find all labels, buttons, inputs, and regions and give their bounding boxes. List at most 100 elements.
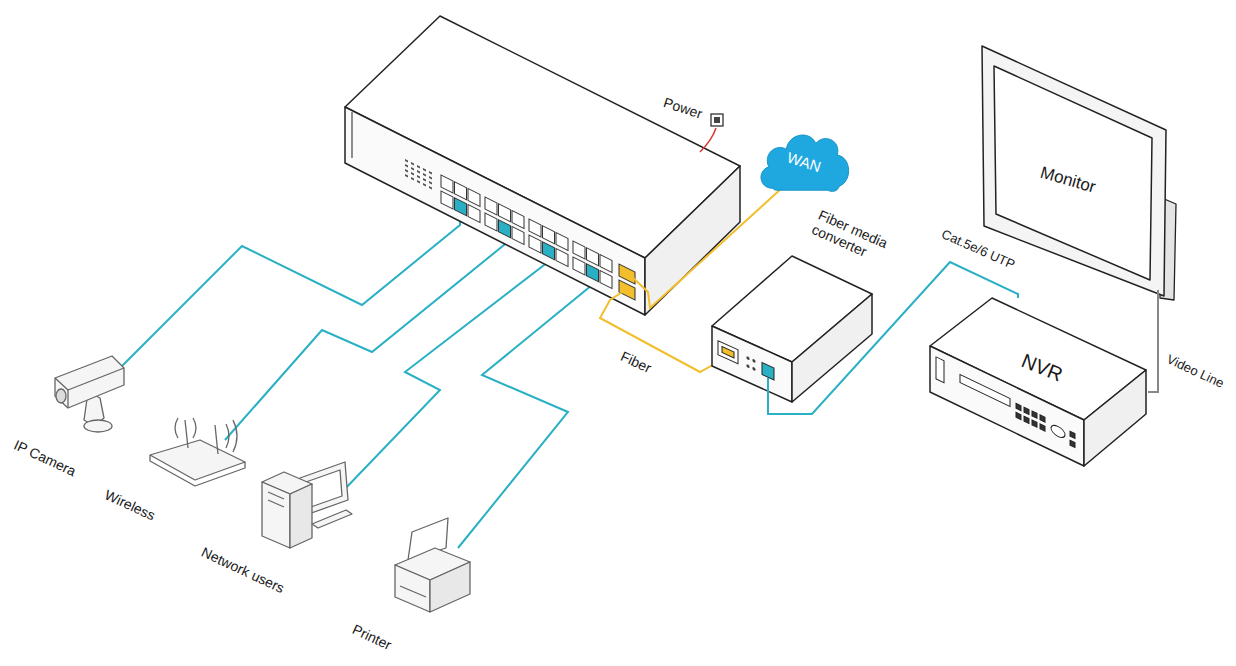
nvr-panel — [1070, 431, 1075, 438]
wireless-icon — [193, 418, 196, 438]
cable-label: Cat.5e/6 UTP — [937, 226, 1019, 273]
vent-holes — [423, 178, 426, 182]
vent-holes — [429, 181, 432, 185]
sfp-port — [619, 264, 635, 300]
vent-holes — [417, 175, 420, 179]
vent-holes — [411, 177, 414, 181]
rj45-port — [543, 226, 555, 244]
wireless-icon — [233, 420, 237, 452]
nvr-panel — [1024, 416, 1029, 423]
vent-holes — [417, 170, 420, 174]
rj45-port — [499, 220, 511, 238]
media-converter — [712, 256, 872, 402]
nvr-panel — [1016, 412, 1021, 419]
rj45-port — [441, 175, 453, 193]
nvr-panel — [1040, 415, 1045, 422]
vent-holes — [417, 165, 420, 169]
media-converter — [712, 326, 792, 402]
ip-camera-device: IP Camera — [48, 350, 128, 435]
computer-icon — [262, 462, 352, 548]
computer-icon — [268, 500, 284, 507]
vent-holes — [423, 168, 426, 172]
video-line — [1148, 290, 1158, 392]
converter-ports — [746, 356, 749, 361]
rj45-port — [529, 235, 541, 253]
device-label: Wireless — [102, 486, 157, 523]
rj45-port — [556, 249, 568, 267]
rj45-port — [455, 182, 467, 200]
printer-icon — [430, 562, 470, 612]
vent-holes — [429, 176, 432, 180]
device-label: IP Camera — [11, 437, 78, 480]
lan-wire — [120, 207, 460, 368]
vent-holes — [405, 164, 408, 168]
rj45-port — [455, 198, 467, 216]
vent-holes — [411, 167, 414, 171]
device-label: Printer — [350, 621, 394, 653]
power-cord — [700, 128, 716, 152]
rj45-port — [441, 191, 453, 209]
rj45-port — [468, 205, 480, 223]
converter-ports — [718, 341, 774, 380]
rj45-port — [587, 264, 599, 282]
power-cord — [700, 114, 723, 152]
vent-holes — [405, 174, 408, 178]
ip-camera-icon — [84, 420, 112, 432]
device-label: Network users — [199, 544, 287, 596]
vent-holes — [405, 159, 408, 163]
power-cord — [714, 117, 720, 123]
converter-ports — [752, 367, 755, 372]
wireless-icon — [226, 424, 229, 448]
switch-ports — [405, 157, 635, 300]
ip-camera-icon — [67, 390, 68, 408]
computer-device: Network users — [258, 460, 353, 552]
rj45-port — [556, 233, 568, 251]
vent-holes — [405, 169, 408, 173]
rj45-port — [468, 189, 480, 207]
nvr-body — [930, 298, 1146, 466]
nvr-panel — [936, 357, 944, 383]
nvr-panel — [1070, 440, 1075, 447]
computer-icon — [262, 482, 290, 548]
ip-camera-icon — [55, 356, 124, 432]
rj45-port — [600, 255, 612, 273]
converter-ports — [746, 364, 749, 369]
wireless-icon — [150, 440, 245, 480]
vent-holes — [429, 171, 432, 175]
nvr-body — [1084, 370, 1146, 466]
switch-body — [345, 16, 740, 315]
switch-body — [345, 107, 645, 315]
rj45-port — [441, 175, 612, 289]
wireless-device: Wireless — [148, 412, 248, 487]
rj45-port — [485, 197, 497, 215]
rj45-port — [512, 211, 524, 229]
wan-cloud: WAN — [755, 120, 853, 198]
utp-stub — [767, 378, 769, 402]
rj45-port — [512, 227, 524, 245]
rj45-port — [600, 271, 612, 289]
switch-body — [645, 166, 740, 315]
rj45-port — [485, 213, 497, 231]
cloud-shape — [761, 135, 849, 191]
ip-camera-icon — [56, 389, 66, 403]
lan-wire — [342, 251, 548, 492]
wireless-icon — [150, 418, 245, 486]
rj45-port — [543, 242, 555, 260]
nvr-panel — [1051, 423, 1065, 440]
computer-icon — [268, 492, 284, 499]
nvr-panel — [1032, 420, 1037, 427]
monitor-box: Monitor — [978, 46, 1168, 290]
printer-icon — [395, 565, 430, 612]
power-cord — [711, 114, 723, 126]
printer-icon — [395, 518, 470, 612]
monitor-frame — [994, 66, 1152, 280]
computer-icon — [312, 510, 352, 528]
vent-holes — [423, 173, 426, 177]
vent-holes — [411, 172, 414, 176]
nvr-box: NVR — [928, 298, 1148, 468]
computer-icon — [290, 484, 312, 548]
wireless-icon — [175, 418, 178, 438]
nvr-panel — [1024, 407, 1029, 414]
